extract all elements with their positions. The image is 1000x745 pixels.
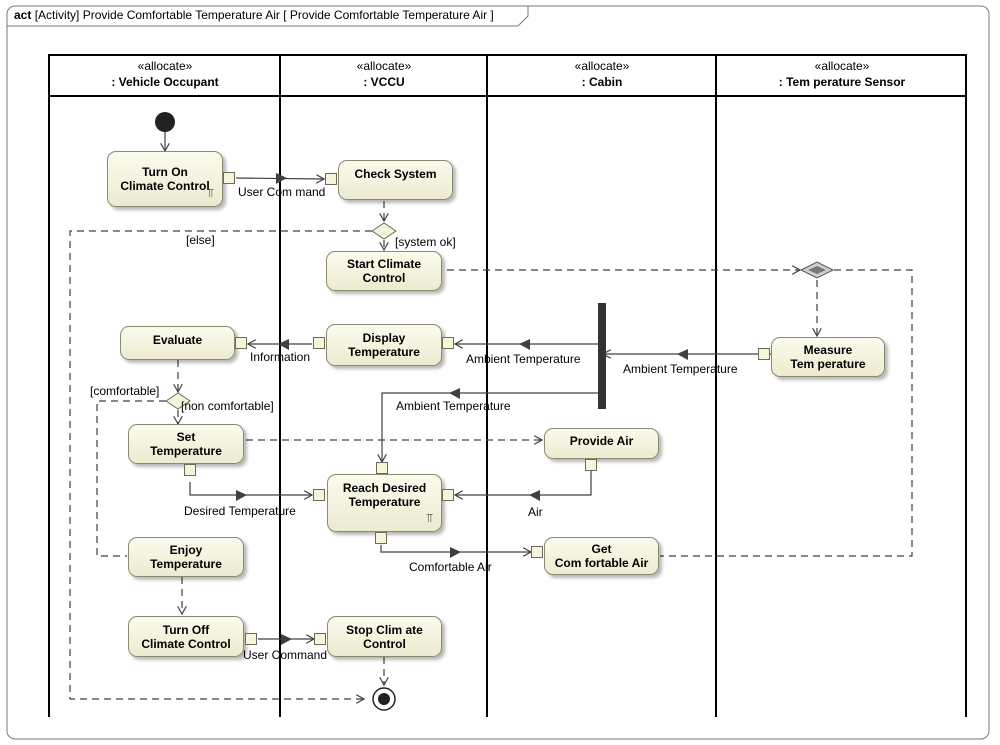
output-pin (375, 532, 387, 544)
action-evaluate[interactable]: Evaluate (120, 326, 235, 360)
swimlanes (48, 54, 967, 717)
input-pin (314, 633, 326, 645)
flow-label-air: Air (528, 505, 543, 519)
action-turn-on-climate-control[interactable]: Turn On Climate Control ⫪ (107, 151, 223, 207)
input-pin (531, 546, 543, 558)
fork-merge-inner (808, 266, 826, 274)
lane-name: : Vehicle Occupant (111, 75, 219, 89)
input-pin (313, 489, 325, 501)
action-label: Evaluate (152, 333, 203, 347)
flow-label-user-command: User Command (243, 648, 328, 662)
action-check-system[interactable]: Check System (338, 160, 453, 200)
action-start-climate-control[interactable]: Start Climate Control (326, 251, 442, 291)
output-pin (313, 337, 325, 349)
input-pin (235, 337, 247, 349)
frame-kind: act (14, 8, 32, 22)
lane-header-vccu: «allocate» : VCCU (281, 58, 487, 90)
flow-label-ambient-temperature: Ambient Temperature (396, 399, 511, 413)
lane-stereotype: «allocate» (356, 59, 412, 73)
lane-name: : Cabin (581, 75, 623, 89)
action-get-comfortable-air[interactable]: Get Com fortable Air (544, 537, 659, 575)
flow-label-desired-temperature: Desired Temperature (184, 504, 296, 518)
input-pin (325, 173, 337, 185)
action-label: Check System (354, 167, 437, 181)
lane-stereotype: «allocate» (137, 59, 193, 73)
flow-label-comfortable-air: Comfortable Air (409, 560, 492, 574)
control-flows (69, 201, 913, 699)
flow-arrowheads (236, 173, 688, 645)
guard-non-comfortable: [non comfortable] (181, 399, 274, 413)
frame-title-text: [Activity] Provide Comfortable Temperatu… (34, 8, 494, 22)
flow-label-ambient-temperature: Ambient Temperature (623, 362, 738, 376)
lane-header-temperature-sensor: «allocate» : Tem perature Sensor (717, 58, 967, 90)
activity-frame (6, 5, 990, 740)
input-pin (376, 462, 388, 474)
frame-title-tab (7, 6, 529, 27)
flow-label-information: Information (250, 350, 311, 364)
frame-title: act [Activity] Provide Comfortable Tempe… (14, 8, 494, 22)
fork-bar (598, 303, 606, 409)
action-provide-air[interactable]: Provide Air (544, 428, 659, 459)
action-set-temperature[interactable]: Set Temperature (128, 424, 244, 464)
lane-stereotype: «allocate» (814, 59, 870, 73)
action-stop-climate-control[interactable]: Stop Clim ate Control (327, 616, 442, 657)
action-reach-desired-temperature[interactable]: Reach Desired Temperature ⫪ (327, 474, 442, 532)
output-pin (223, 172, 235, 184)
lane-name: : VCCU (363, 75, 405, 89)
action-label: Provide Air (569, 434, 634, 448)
input-pin (442, 337, 454, 349)
action-label: Set Temperature (150, 430, 222, 458)
action-measure-temperature[interactable]: Measure Tem perature (771, 337, 885, 377)
action-turn-off-climate-control[interactable]: Turn Off Climate Control (128, 616, 244, 657)
input-pin (442, 489, 454, 501)
lane-header-vehicle-occupant: «allocate» : Vehicle Occupant (50, 58, 280, 90)
guard-comfortable: [comfortable] (90, 384, 160, 398)
activity-final-node-inner (378, 693, 390, 705)
action-display-temperature[interactable]: Display Temperature (326, 324, 442, 366)
action-label: Display Temperature (348, 331, 420, 359)
lane-name: : Tem perature Sensor (778, 75, 906, 89)
action-label: Get Com fortable Air (554, 542, 649, 570)
flow-label-ambient-temperature: Ambient Temperature (466, 352, 581, 366)
lane-header-cabin: «allocate» : Cabin (488, 58, 716, 90)
decision-comfort (165, 392, 191, 410)
output-pin (585, 459, 597, 471)
guard-system-ok: [system ok] (395, 235, 456, 249)
decision-system-check (371, 222, 397, 240)
action-label: Turn Off Climate Control (141, 622, 231, 651)
decision-nodes (165, 222, 397, 410)
action-label: Enjoy Temperature (150, 543, 222, 571)
action-enjoy-temperature[interactable]: Enjoy Temperature (128, 537, 244, 577)
action-label: Measure Tem perature (790, 343, 866, 371)
action-label: Start Climate Control (346, 257, 422, 285)
lane-stereotype: «allocate» (574, 59, 630, 73)
initial-node (155, 112, 175, 132)
action-label: Stop Clim ate Control (346, 622, 423, 651)
output-pin (184, 464, 196, 476)
flow-label-user-command: User Com mand (238, 185, 326, 199)
guard-else: [else] (186, 233, 215, 247)
output-pin (758, 348, 770, 360)
output-pin (245, 633, 257, 645)
action-label: Reach Desired Temperature (342, 481, 427, 509)
call-behavior-rake-icon: ⫪ (207, 186, 214, 200)
call-behavior-rake-icon: ⫪ (426, 511, 433, 525)
action-label: Turn On Climate Control (120, 165, 210, 193)
